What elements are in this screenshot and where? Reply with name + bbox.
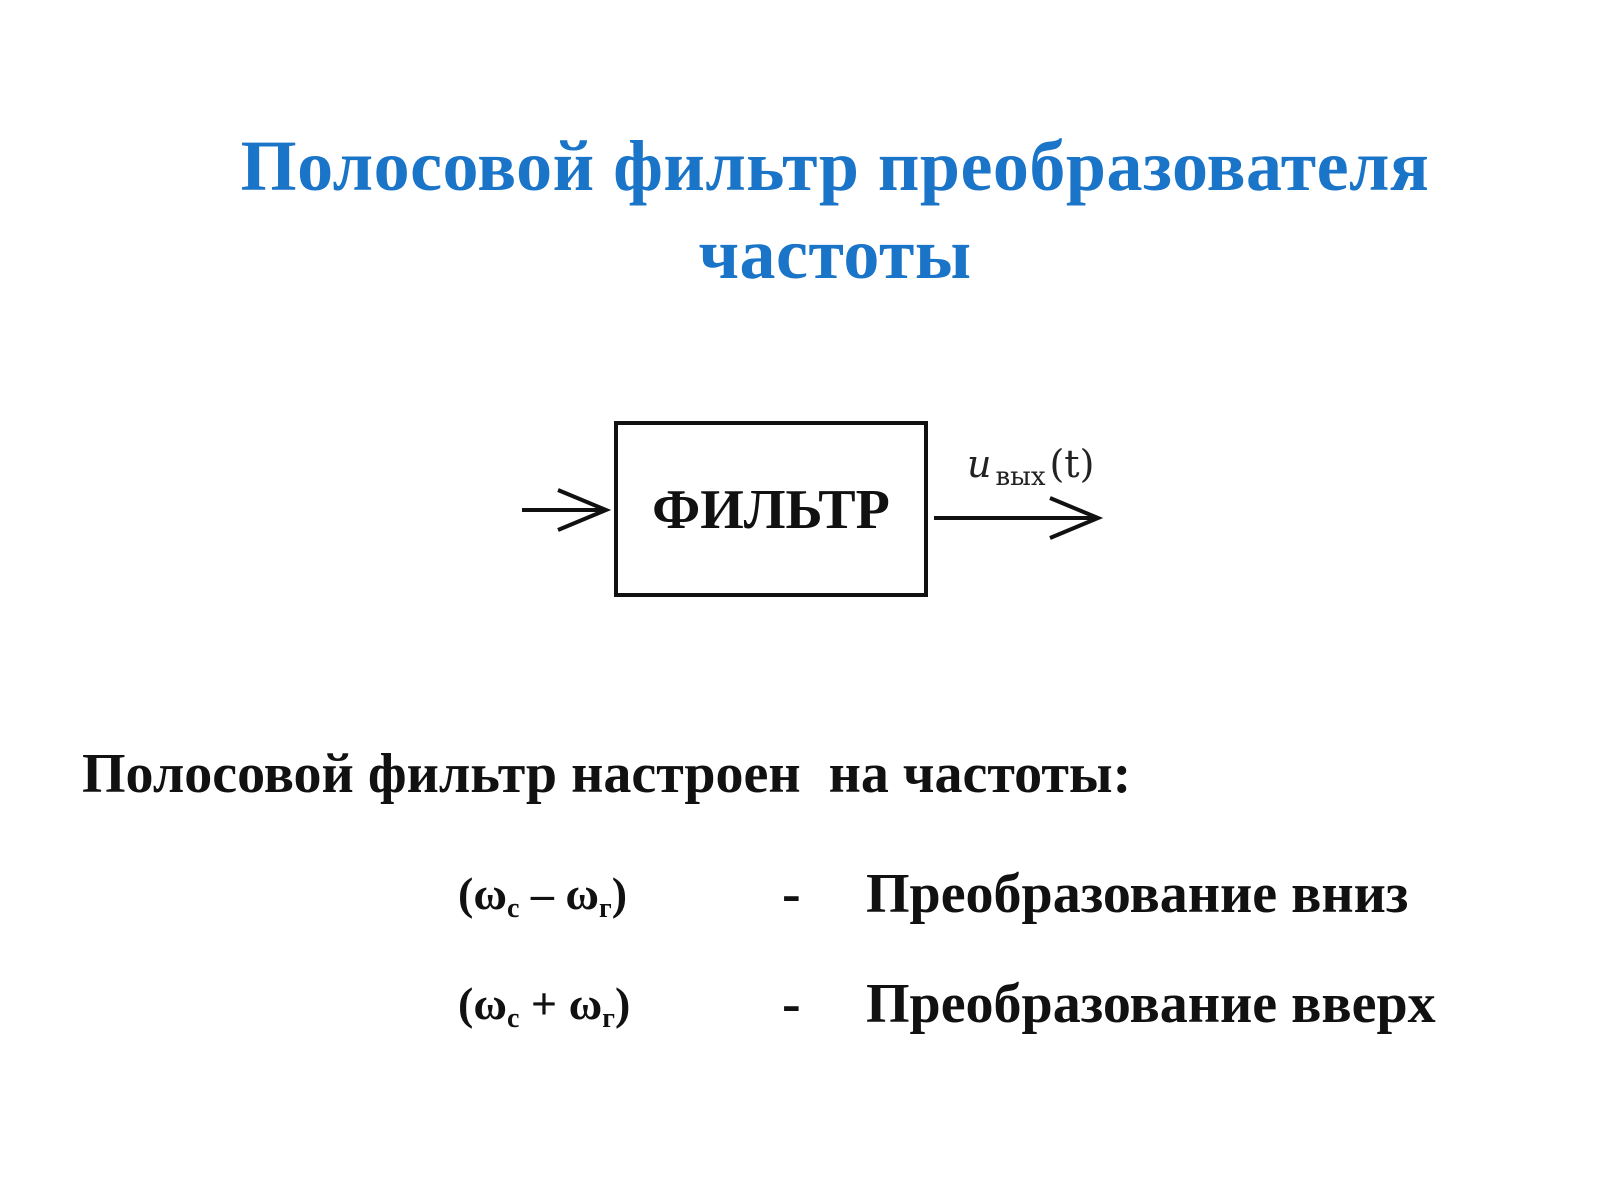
slide-title-line-2: частоты	[698, 214, 972, 294]
up-conversion-label: Преобразование вверх	[866, 973, 1436, 1035]
output-signal-argument: (t)	[1049, 442, 1094, 486]
conversion-row-up: (ωс + ωг) - Преобразование вверх	[0, 972, 1600, 1052]
filter-block-label: ФИЛЬТР	[652, 479, 890, 541]
filter-block	[614, 421, 928, 597]
sum-frequency-formula: (ωс + ωг)	[458, 978, 631, 1034]
down-conversion-label: Преобразование вниз	[866, 863, 1409, 925]
row-dash: -	[782, 863, 801, 925]
output-signal-subscript: вых	[995, 462, 1045, 492]
output-signal-label: u вых (t)	[967, 442, 1094, 492]
input-arrow	[522, 488, 612, 532]
output-arrow	[934, 496, 1104, 540]
slide-title: Полосовой фильтр преобразователя частоты	[0, 122, 1600, 298]
conversion-row-down: (ωс – ωг) - Преобразование вниз	[0, 862, 1600, 942]
output-signal-symbol: u	[967, 442, 991, 486]
slide-title-line-1: Полосовой фильтр преобразователя	[240, 126, 1430, 206]
tuned-frequencies-heading: Полосовой фильтр настроен на частоты:	[82, 743, 1132, 805]
row-dash: -	[782, 973, 801, 1035]
difference-frequency-formula: (ωс – ωг)	[458, 868, 628, 924]
